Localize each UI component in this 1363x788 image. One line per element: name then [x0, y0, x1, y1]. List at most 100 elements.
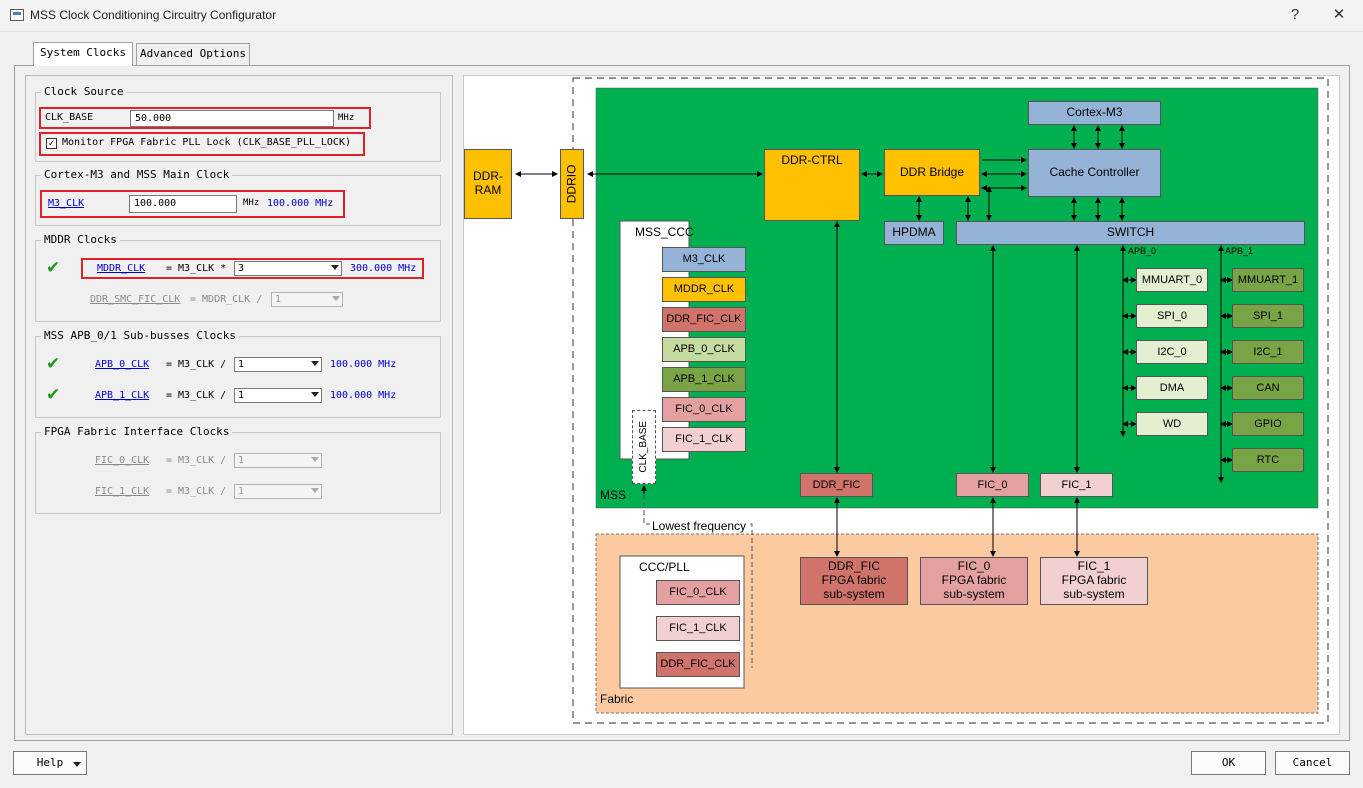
close-icon[interactable]: ✕ [1332, 6, 1346, 23]
gpio-block: GPIO [1232, 412, 1304, 436]
mss-ccc-label: MSS_CCC [635, 225, 694, 239]
apb0-actual: 100.000 MHz [330, 359, 397, 370]
mddr-actual: 300.000 MHz [350, 263, 417, 274]
clock-source-label: Clock Source [41, 85, 127, 98]
apb1-clk-link[interactable]: APB_1_CLK [95, 390, 150, 401]
clk-base-vertical-label: CLK_BASE [638, 421, 650, 473]
pll-fic0-clk: FIC_0_CLK [656, 580, 740, 605]
ccc-pll-label: CCC/PLL [639, 560, 690, 574]
apb0-eq: = M3_CLK / [166, 359, 227, 370]
fic1-eq: = M3_CLK / [166, 486, 227, 497]
fic1-subsystem: FIC_1 FPGA fabric sub-system [1040, 557, 1148, 605]
window-title: MSS Clock Conditioning Circuitry Configu… [30, 8, 277, 22]
mddr-clk-link[interactable]: MDDR_CLK [97, 263, 146, 274]
apb1-div-select[interactable]: 1 [234, 388, 322, 403]
title-bar: MSS Clock Conditioning Circuitry Configu… [0, 0, 1363, 32]
clk-base-unit: MHz [338, 113, 355, 123]
apb-group-label: MSS APB_0/1 Sub-busses Clocks [41, 329, 240, 342]
apb1-actual: 100.000 MHz [330, 390, 397, 401]
apb0-bus-label: APB_0 [1128, 246, 1157, 256]
mddr-mult-value: 3 [238, 263, 245, 274]
monitor-label: Monitor FPGA Fabric PLL Lock (CLK_BASE_P… [62, 137, 351, 148]
fic1-subsystem-label: FIC_1 FPGA fabric sub-system [1061, 559, 1127, 601]
help-button[interactable]: Help [13, 751, 87, 775]
fic0-subsystem-label: FIC_0 FPGA fabric sub-system [941, 559, 1007, 601]
mddr-mult-select[interactable]: 3 [234, 261, 342, 276]
clock-diagram: DDR- RAM DDRIO DDR-CTRL DDR Bridge Corte… [463, 75, 1340, 735]
ccc-ddr-fic-clk: DDR_FIC_CLK [662, 307, 746, 332]
cortex-group [35, 175, 441, 226]
chevron-down-icon [311, 361, 319, 366]
pll-fic1-clk: FIC_1_CLK [656, 616, 740, 641]
hpdma-block: HPDMA [884, 221, 944, 245]
pll-ddr-fic-clk: DDR_FIC_CLK [656, 652, 740, 677]
m3-clk-link[interactable]: M3_CLK [48, 198, 85, 209]
monitor-checkbox[interactable]: ✓ [46, 138, 57, 149]
fic0-div-select: 1 [234, 453, 322, 468]
apb0-check-icon: ✔ [46, 354, 61, 374]
i2c0-block: I2C_0 [1136, 340, 1208, 364]
chevron-down-icon [311, 457, 319, 462]
ddrio-block: DDRIO [560, 149, 584, 219]
ddr-fic-subsystem: DDR_FIC FPGA fabric sub-system [800, 557, 908, 605]
ccc-mddr-clk: MDDR_CLK [662, 277, 746, 302]
spi1-block: SPI_1 [1232, 304, 1304, 328]
lowest-frequency-label: Lowest frequency [650, 519, 749, 533]
tab-system-clocks[interactable]: System Clocks [33, 42, 133, 66]
chevron-down-icon [311, 488, 319, 493]
m3-clk-unit: MHz [243, 198, 260, 208]
chevron-down-icon [332, 296, 340, 301]
fic0-eq: = M3_CLK / [166, 455, 227, 466]
mmuart0-block: MMUART_0 [1136, 268, 1208, 292]
clk-base-input[interactable]: 50.000 [130, 110, 334, 127]
fic0-block: FIC_0 [956, 473, 1029, 497]
ddrio-label: DDRIO [564, 164, 579, 204]
cortex-m3-block: Cortex-M3 [1028, 101, 1161, 125]
fic1-block: FIC_1 [1040, 473, 1113, 497]
ddr-ctrl-block: DDR-CTRL [764, 149, 860, 221]
ddr-bridge-block: DDR Bridge [884, 149, 980, 196]
apb0-div-select[interactable]: 1 [234, 357, 322, 372]
ddr-ram-label: DDR- RAM [473, 169, 503, 197]
mddr-group-label: MDDR Clocks [41, 233, 120, 246]
ccc-m3-clk: M3_CLK [662, 247, 746, 272]
apb-group [35, 336, 441, 418]
fic1-div-select: 1 [234, 484, 322, 499]
monitor-highlight [39, 132, 365, 156]
mss-label: MSS [600, 488, 627, 502]
wd-block: WD [1136, 412, 1208, 436]
m3-clk-input[interactable]: 100.000 [129, 195, 237, 213]
ok-button[interactable]: OK [1191, 751, 1266, 775]
spi0-block: SPI_0 [1136, 304, 1208, 328]
mddr-check-icon: ✔ [46, 258, 61, 278]
ddr-smc-div-value: 1 [275, 294, 282, 305]
rtc-block: RTC [1232, 448, 1304, 472]
tab-advanced-options[interactable]: Advanced Options [136, 43, 250, 65]
apb0-clk-link[interactable]: APB_0_CLK [95, 359, 150, 370]
ddr-smc-eq: = MDDR_CLK / [190, 294, 263, 305]
settings-panel [25, 75, 453, 735]
ccc-apb1-clk: APB_1_CLK [662, 367, 746, 392]
ddr-smc-div-select: 1 [271, 292, 343, 307]
cortex-group-label: Cortex-M3 and MSS Main Clock [41, 168, 233, 181]
app-icon [10, 9, 24, 21]
cancel-button[interactable]: Cancel [1275, 751, 1350, 775]
mmuart1-block: MMUART_1 [1232, 268, 1304, 292]
fic-group [35, 432, 441, 514]
apb0-div-value: 1 [238, 359, 245, 370]
ddr-ram-block: DDR- RAM [464, 149, 512, 219]
clk-base-label: CLK_BASE [45, 112, 94, 123]
can-block: CAN [1232, 376, 1304, 400]
fic0-div-value: 1 [238, 455, 245, 466]
clk-base-vertical-block: CLK_BASE [632, 410, 656, 484]
ddr-fic-block: DDR_FIC [800, 473, 873, 497]
i2c1-block: I2C_1 [1232, 340, 1304, 364]
ddr-fic-subsystem-label: DDR_FIC FPGA fabric sub-system [821, 559, 887, 601]
chevron-down-icon [73, 762, 81, 767]
fic1-clk-link: FIC_1_CLK [95, 486, 150, 497]
mddr-group [35, 240, 441, 322]
help-button-label: Help [36, 756, 64, 769]
help-icon[interactable]: ? [1290, 6, 1300, 23]
mddr-eq: = M3_CLK * [166, 263, 227, 274]
chevron-down-icon [331, 265, 339, 270]
